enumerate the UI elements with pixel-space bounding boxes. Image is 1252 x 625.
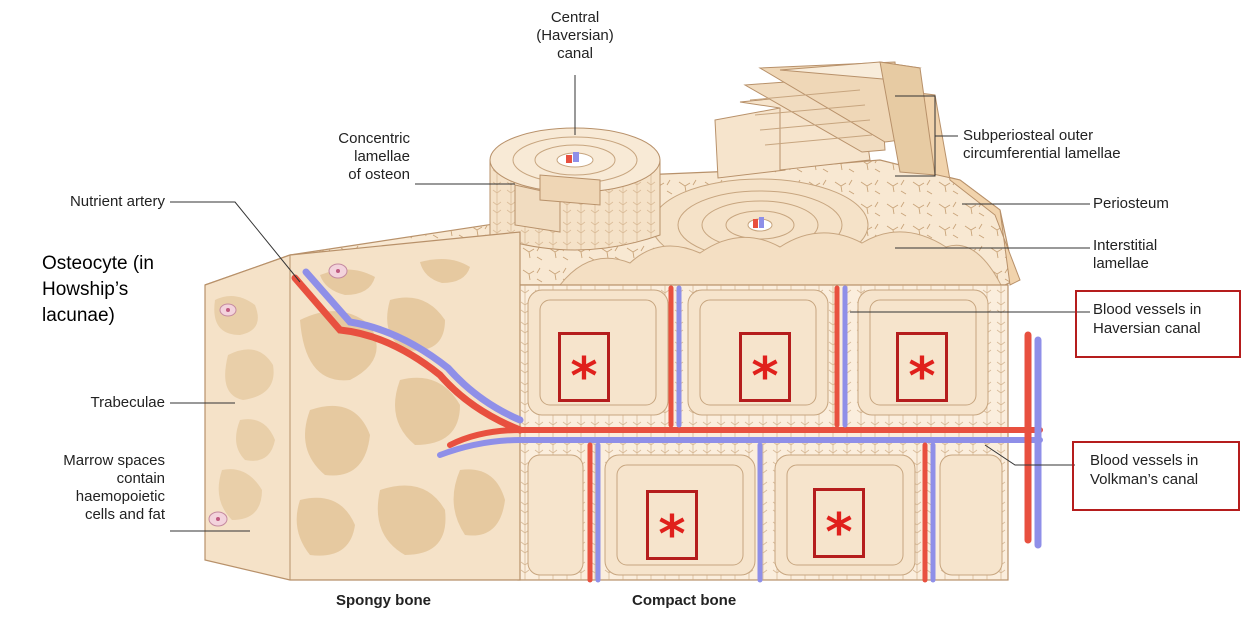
- circumferential-lamellae-stairs: [714, 61, 936, 179]
- label-interstitial-line1: Interstitial: [1093, 237, 1158, 254]
- label-volkman-line2: Volkman’s canal: [1090, 471, 1199, 488]
- label-marrow-line3: haemopoietic: [75, 488, 165, 505]
- label-osteocyte-line1: Osteocyte (in: [42, 253, 154, 274]
- label-subperiosteal-line2: circumferential lamellae: [963, 145, 1121, 162]
- asterisk-marker-1: *: [558, 332, 610, 407]
- osteon-cylinder: [489, 127, 661, 251]
- label-concentric-lamellae: Concentric lamellae of osteon: [300, 130, 410, 184]
- label-concentric-line2: lamellae: [354, 148, 410, 165]
- label-subperiosteal: Subperiosteal outer circumferential lame…: [963, 127, 1121, 163]
- spongy-bone: [204, 231, 521, 581]
- label-volkman-line1: Blood vessels in: [1090, 452, 1199, 469]
- label-interstitial-lamellae: Interstitial lamellae: [1093, 237, 1157, 273]
- label-haversian-line2: Haversian canal: [1093, 320, 1201, 337]
- label-osteocyte-line2: Howship’s: [42, 279, 129, 300]
- label-marrow-line4: cells and fat: [84, 506, 165, 523]
- asterisk-marker-2: *: [739, 332, 791, 407]
- label-marrow-line2: contain: [116, 470, 165, 487]
- asterisk-marker-3: *: [896, 332, 948, 407]
- label-volkman-vessels-box: Blood vessels in Volkman’s canal: [1072, 441, 1240, 511]
- label-central-canal: Central (Haversian) canal: [530, 9, 620, 63]
- label-subperiosteal-line1: Subperiosteal outer: [963, 127, 1094, 144]
- label-osteocyte-line3: lacunae): [42, 305, 115, 326]
- label-haversian-vessels-box: Blood vessels in Haversian canal: [1075, 290, 1241, 358]
- label-trabeculae: Trabeculae: [90, 394, 166, 411]
- label-central-canal-line2: (Haversian): [536, 27, 614, 44]
- blood-vessels: [291, 268, 1043, 583]
- label-haversian-line1: Blood vessels in: [1093, 301, 1202, 318]
- label-concentric-line3: of osteon: [348, 166, 410, 183]
- label-central-canal-line3: canal: [557, 45, 593, 62]
- asterisk-marker-5: *: [813, 488, 865, 563]
- label-compact-bone: Compact bone: [632, 592, 737, 609]
- label-nutrient-artery: Nutrient artery: [69, 193, 165, 210]
- label-central-canal-line1: Central: [550, 9, 600, 26]
- asterisk-marker-4: *: [646, 490, 698, 565]
- label-periosteum: Periosteum: [1093, 195, 1169, 212]
- label-spongy-bone: Spongy bone: [336, 592, 431, 609]
- label-interstitial-line2: lamellae: [1093, 255, 1149, 272]
- leader-lines: [170, 75, 1090, 532]
- label-marrow-spaces: Marrow spaces contain haemopoietic cells…: [20, 452, 165, 524]
- label-osteocyte: Osteocyte (in Howship’s lacunae): [42, 251, 154, 329]
- label-concentric-line1: Concentric: [338, 130, 410, 147]
- label-marrow-line1: Marrow spaces: [63, 452, 165, 469]
